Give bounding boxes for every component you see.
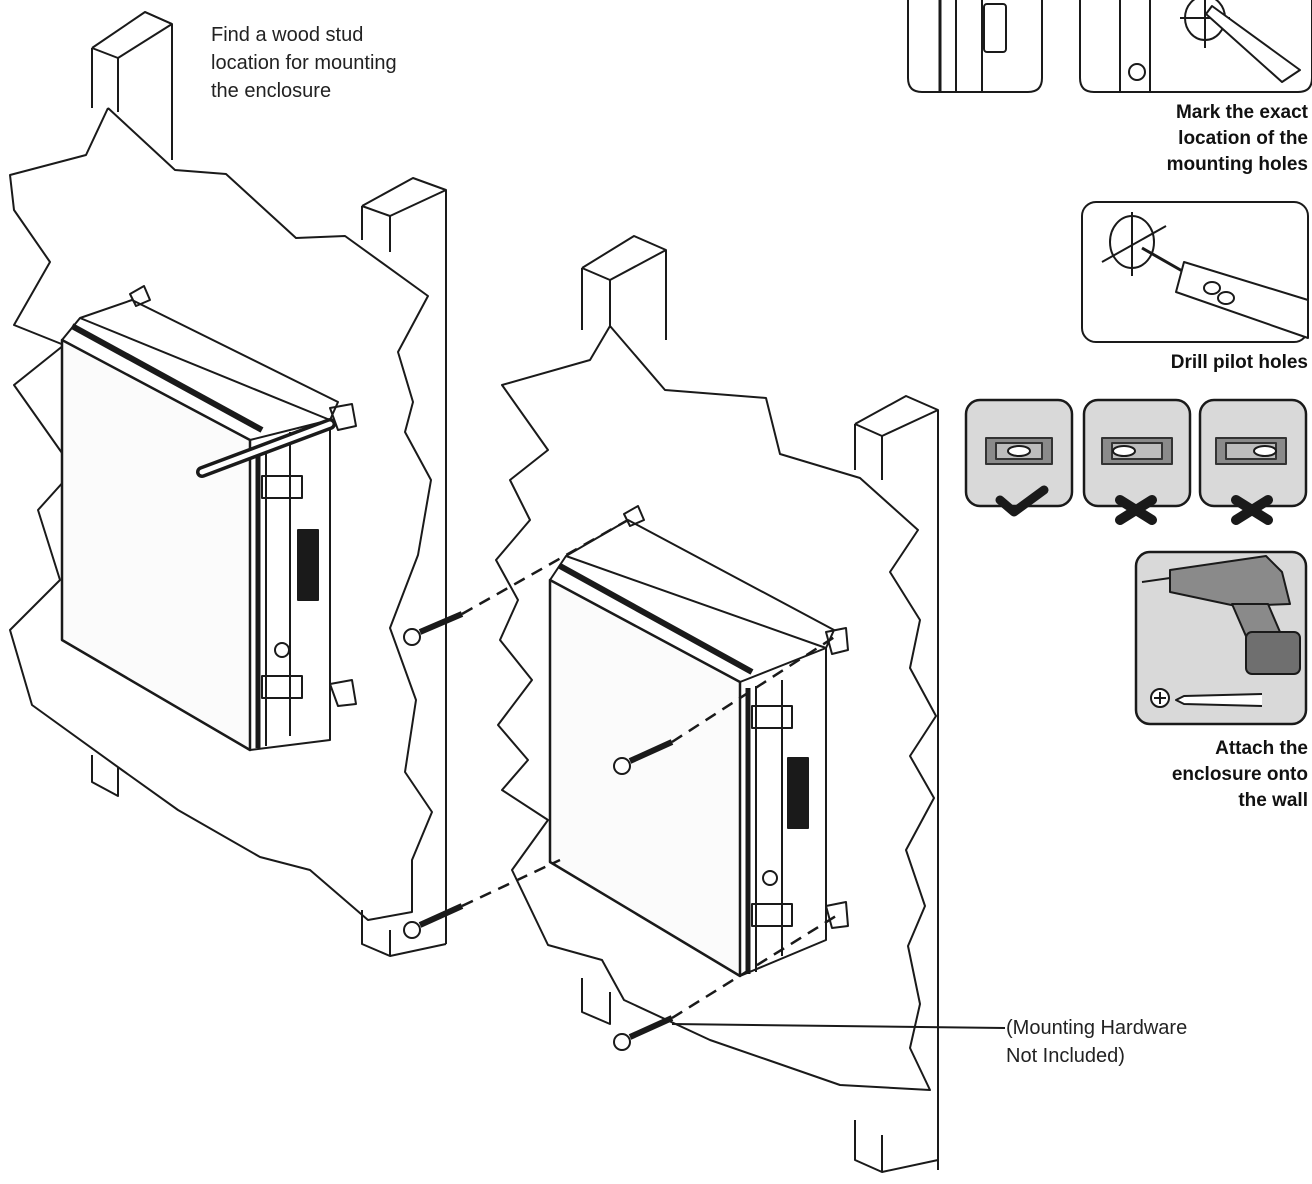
level-cross-panel-1 bbox=[1082, 398, 1192, 525]
brand-logo-right bbox=[788, 758, 808, 828]
right-stud-front bbox=[854, 395, 939, 1173]
alignment-guides bbox=[461, 518, 837, 1020]
level-cross-panel-2 bbox=[1198, 398, 1308, 525]
step-mark-holes: Mark the exact location of the mounting … bbox=[1166, 102, 1308, 175]
left-enclosure bbox=[60, 285, 357, 752]
right-enclosure bbox=[548, 505, 849, 978]
screw-top-left bbox=[403, 611, 464, 646]
brand-logo-left bbox=[298, 530, 318, 600]
step-find-stud: Find a wood stud location for mounting t… bbox=[211, 24, 397, 102]
left-stud-front bbox=[361, 177, 447, 957]
drill-panel bbox=[1081, 201, 1309, 343]
mounting-screws bbox=[403, 518, 1006, 1051]
hardware-note: (Mounting Hardware Not Included) bbox=[1006, 1017, 1188, 1067]
screw-bottom bbox=[613, 1015, 674, 1051]
mark-panel-right bbox=[1079, 0, 1312, 93]
attach-panel bbox=[1134, 550, 1308, 726]
screw-middle bbox=[613, 739, 674, 775]
level-check-panel bbox=[964, 398, 1074, 517]
check-mark-icon bbox=[995, 485, 1049, 517]
callout-leader bbox=[671, 1023, 1006, 1029]
right-stud-back bbox=[581, 235, 667, 1025]
screw-bottom-left bbox=[403, 903, 464, 939]
step-drill-holes: Drill pilot holes bbox=[1170, 352, 1308, 373]
step-attach: Attach the enclosure onto the wall bbox=[1171, 738, 1308, 811]
mark-panel-left bbox=[907, 0, 1043, 93]
cross-mark-icon bbox=[1231, 495, 1273, 525]
left-stud-back bbox=[91, 11, 173, 797]
cross-mark-icon bbox=[1115, 495, 1157, 525]
